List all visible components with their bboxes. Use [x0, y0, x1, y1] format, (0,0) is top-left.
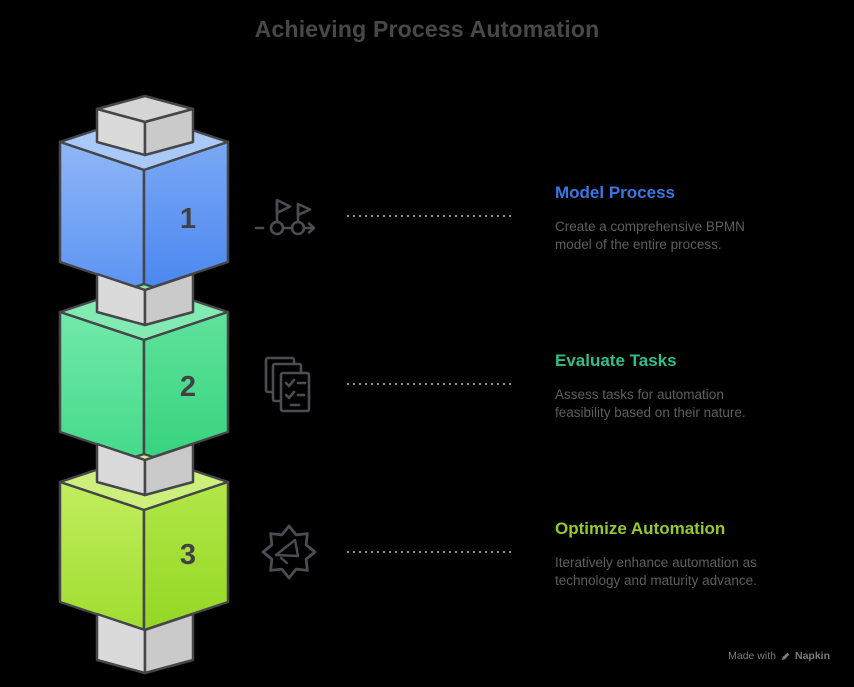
step-1-description-line-1: Create a comprehensive BPMN — [555, 219, 745, 234]
page-title: Achieving Process Automation — [254, 16, 600, 42]
cube-1-right-face — [142, 140, 230, 292]
watermark: Made with Napkin — [728, 650, 830, 662]
connector-mid1-right-face — [143, 272, 195, 327]
step-3-description: Iteratively enhance automation as techno… — [555, 554, 840, 590]
cube-3-right-face — [142, 480, 230, 632]
step-3-description-line-2: technology and maturity advance. — [555, 573, 757, 588]
step-2-description-line-2: feasibility based on their nature. — [555, 405, 746, 420]
step-1-description: Create a comprehensive BPMN model of the… — [555, 218, 840, 254]
step-1-heading: Model Process — [555, 183, 675, 202]
step-1-description-line-2: model of the entire process. — [555, 237, 722, 252]
dotted-connector-3 — [347, 551, 515, 553]
step-3-description-line-1: Iteratively enhance automation as — [555, 555, 757, 570]
step-3-heading: Optimize Automation — [555, 519, 726, 538]
dotted-connector-2 — [347, 383, 515, 385]
pen-icon — [782, 652, 790, 660]
step-3-number: 3 — [180, 539, 196, 571]
step-2-description-line-1: Assess tasks for automation — [555, 387, 724, 402]
step-2-text-block: Evaluate Tasks Assess tasks for automati… — [555, 350, 840, 422]
step-2-description: Assess tasks for automation feasibility … — [555, 386, 840, 422]
step-2-number: 2 — [180, 371, 196, 403]
connector-mid2-right-face — [143, 442, 195, 497]
step-1-number: 1 — [180, 203, 196, 235]
connector-top-cube-right-face — [143, 107, 195, 157]
step-3-text-block: Optimize Automation Iteratively enhance … — [555, 518, 840, 590]
cube-2-right-face — [142, 310, 230, 462]
watermark-prefix: Made with — [728, 650, 776, 662]
step-2-heading: Evaluate Tasks — [555, 351, 677, 370]
watermark-brand: Napkin — [794, 650, 830, 662]
step-1-text-block: Model Process Create a comprehensive BPM… — [555, 182, 840, 254]
connector-bottom-cube-right-face — [143, 612, 195, 675]
dotted-connector-1 — [347, 215, 515, 217]
